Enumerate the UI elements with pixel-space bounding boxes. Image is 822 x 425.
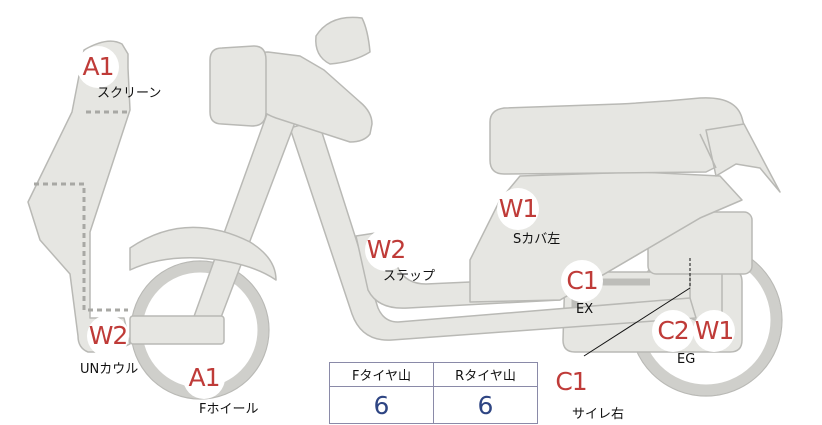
marker-under-cowl[interactable]: W2 [86, 315, 130, 357]
front-fender [129, 226, 277, 281]
part-label-side-cover-left: Sカバ左 [513, 232, 561, 247]
damage-code: W1 [497, 188, 539, 230]
front-axle-plate [129, 315, 225, 345]
damage-code: C1 [550, 361, 592, 403]
marker-step[interactable]: W2 [364, 229, 408, 271]
part-label-screen: スクリーン [97, 86, 162, 101]
tire-tread-table: Fタイヤ山 Rタイヤ山 6 6 [329, 362, 538, 424]
value-front-tire: 6 [329, 386, 434, 424]
damage-code: W2 [365, 229, 407, 271]
value-rear-tire: 6 [433, 386, 538, 424]
marker-exhaust[interactable]: C1 [560, 260, 604, 302]
marker-screen[interactable]: A1 [76, 46, 120, 88]
part-label-engine: EG [677, 352, 696, 367]
part-label-front-wheel: Fホイール [199, 402, 259, 417]
table-value-row: 6 6 [329, 386, 538, 424]
damage-code: A1 [77, 46, 119, 88]
marker-engine-w1[interactable]: W1 [692, 310, 736, 352]
header-rear-tire: Rタイヤ山 [433, 362, 538, 387]
damage-code: W1 [693, 310, 735, 352]
damage-code: W2 [87, 315, 129, 357]
part-label-muffler-right: サイレ右 [572, 407, 625, 422]
part-label-under-cowl: UNカウル [80, 362, 139, 377]
seat-seam [699, 133, 717, 169]
leader-line-muffler [583, 287, 691, 357]
seam-under-cowl [34, 182, 128, 312]
part-label-exhaust: EX [576, 302, 594, 317]
leg-shield [27, 40, 131, 353]
marker-front-wheel[interactable]: A1 [182, 357, 226, 399]
seat [489, 97, 749, 175]
tail-light [705, 123, 781, 193]
headlight [209, 45, 267, 127]
header-front-tire: Fタイヤ山 [329, 362, 434, 387]
mirror [315, 16, 371, 65]
marker-side-cover-left[interactable]: W1 [496, 188, 540, 230]
marker-engine-c2[interactable]: C2 [651, 310, 695, 352]
table-header-row: Fタイヤ山 Rタイヤ山 [329, 362, 538, 387]
damage-code: C2 [652, 310, 694, 352]
damage-code: A1 [183, 357, 225, 399]
marker-muffler-right[interactable]: C1 [549, 361, 593, 403]
part-label-step: ステップ [383, 269, 436, 284]
damage-code: C1 [561, 260, 603, 302]
